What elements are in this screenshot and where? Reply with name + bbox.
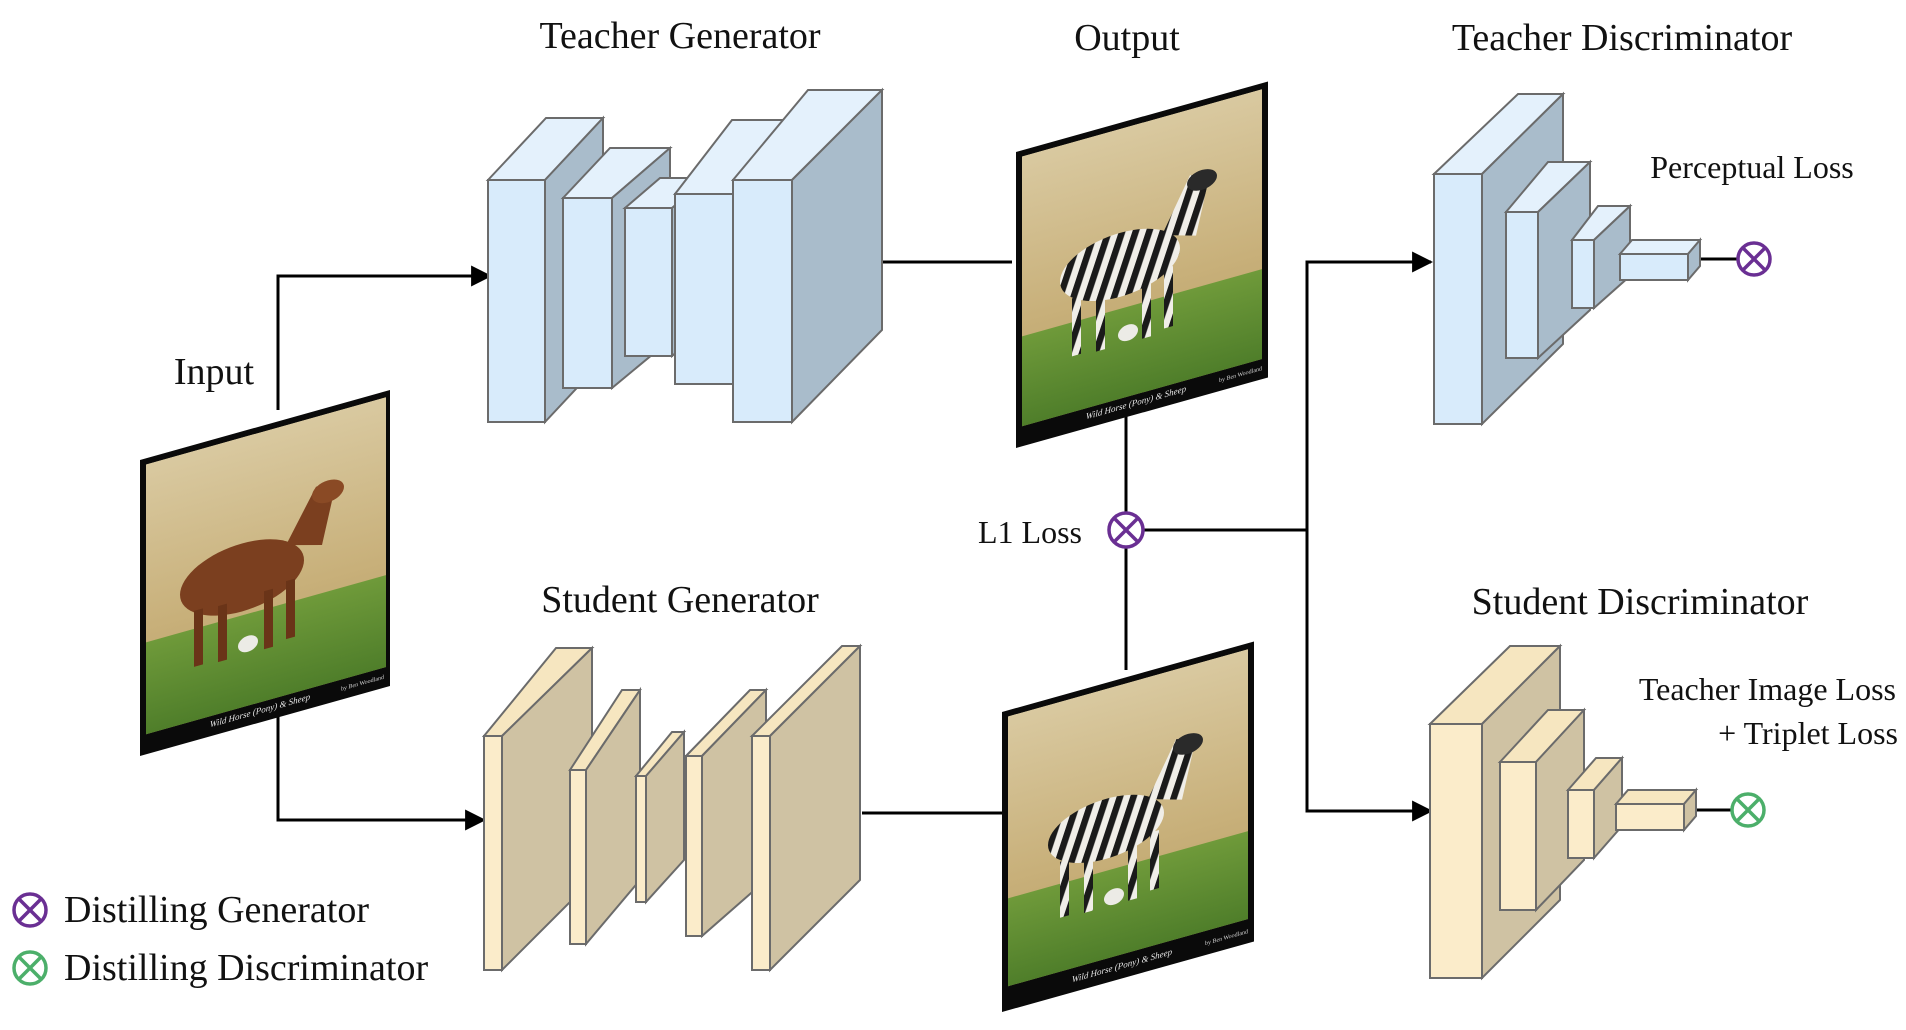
student-gen-layer-3 [633,729,687,905]
l1-loss-label: L1 Loss [978,514,1082,550]
connectors [276,251,1738,831]
student-discriminator-block [1427,643,1699,981]
student-disc-layer-3 [1565,755,1625,861]
teacher-disc-layer-3 [1569,203,1633,311]
student-output-photo: Wild Horse (Pony) & Sheep by Ben Woodlan… [1002,641,1254,1012]
legend: Distilling Generator Distilling Discrimi… [12,889,428,989]
output-label: Output [1074,17,1180,59]
teacher-image-loss-label: Teacher Image Loss [1639,671,1896,707]
perceptual-loss-symbol [1736,241,1772,277]
student-generator-label: Student Generator [541,579,819,621]
input-to-student-arrow [276,700,487,831]
student-disc-layer-2 [1497,707,1587,913]
input-label: Input [174,351,255,393]
student-gen-layer-5 [749,643,863,973]
student-generator-block [481,643,863,973]
student-gen-layer-2 [568,686,642,947]
triplet-loss-label: + Triplet Loss [1718,715,1898,751]
labels: Teacher Generator Output Teacher Discrim… [174,15,1898,751]
perceptual-loss-label: Perceptual Loss [1650,149,1854,185]
input-photo: Wild Horse (Pony) & Sheep by Ben Woodlan… [140,389,390,756]
l1-loss-symbol [1107,511,1145,549]
student-discriminator-label: Student Discriminator [1472,581,1809,623]
to-teacher-discriminator-arrow [1305,251,1434,530]
input-to-teacher-arrow [276,265,493,410]
legend-discriminator-label: Distilling Discriminator [64,947,428,989]
student-gen-layer-4 [683,687,769,939]
teacher-image-loss-symbol [1730,792,1766,828]
legend-discriminator-icon [12,950,48,986]
legend-item-distilling-discriminator: Distilling Discriminator [12,947,428,989]
teacher-disc-layer-4 [1617,237,1703,283]
teacher-generator-label: Teacher Generator [539,15,820,57]
to-student-discriminator-arrow [1305,530,1434,822]
teacher-discriminator-block [1431,91,1703,427]
legend-generator-icon [12,892,48,928]
teacher-output-photo: Wild Horse (Pony) & Sheep by Ben Woodlan… [1016,81,1268,448]
teacher-gen-layer-5 [730,87,885,425]
legend-item-distilling-generator: Distilling Generator [12,889,369,931]
teacher-generator-block [485,87,885,425]
legend-generator-label: Distilling Generator [64,889,369,931]
teacher-discriminator-label: Teacher Discriminator [1452,17,1793,59]
student-disc-layer-4 [1613,787,1699,833]
